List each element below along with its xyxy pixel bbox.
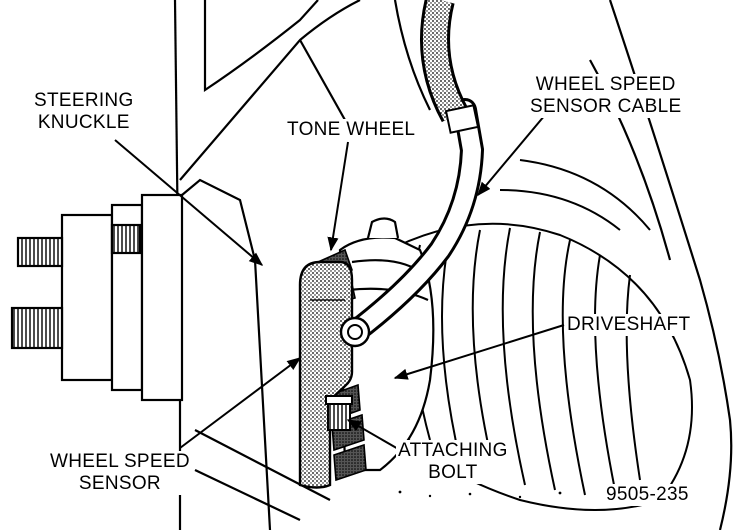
figure-id: 9505-235 <box>604 484 691 506</box>
label-wheel-speed-sensor-line2: SENSOR <box>78 473 161 494</box>
label-steering-knuckle: STEERING KNUCKLE <box>32 90 136 134</box>
sensor-cable <box>339 0 485 348</box>
steering-knuckle-shape <box>10 178 272 530</box>
label-wheel-speed-sensor: WHEEL SPEED SENSOR <box>48 451 192 495</box>
label-wheel-speed-sensor-line1: WHEEL SPEED <box>50 451 190 472</box>
wheel-speed-sensor-body <box>298 260 354 489</box>
leader-lines <box>114 114 565 451</box>
ground-marks <box>398 490 562 499</box>
label-attaching-bolt-line1: ATTACHING <box>398 440 508 461</box>
attaching-bolt-shape <box>325 395 353 431</box>
label-sensor-cable-line1: WHEEL SPEED <box>535 74 676 95</box>
label-sensor-cable-line2: SENSOR CABLE <box>530 96 682 117</box>
label-steering-knuckle-line2: KNUCKLE <box>37 112 130 133</box>
label-tone-wheel: TONE WHEEL <box>285 119 418 141</box>
label-tone-wheel-text: TONE WHEEL <box>287 119 416 140</box>
figure-id-text: 9505-235 <box>606 484 689 505</box>
label-attaching-bolt: ATTACHING BOLT <box>396 440 510 484</box>
label-attaching-bolt-line2: BOLT <box>428 462 478 483</box>
label-driveshaft: DRIVESHAFT <box>565 314 693 336</box>
label-driveshaft-text: DRIVESHAFT <box>567 314 691 335</box>
label-sensor-cable: WHEEL SPEED SENSOR CABLE <box>528 74 684 118</box>
label-steering-knuckle-line1: STEERING <box>34 90 134 111</box>
